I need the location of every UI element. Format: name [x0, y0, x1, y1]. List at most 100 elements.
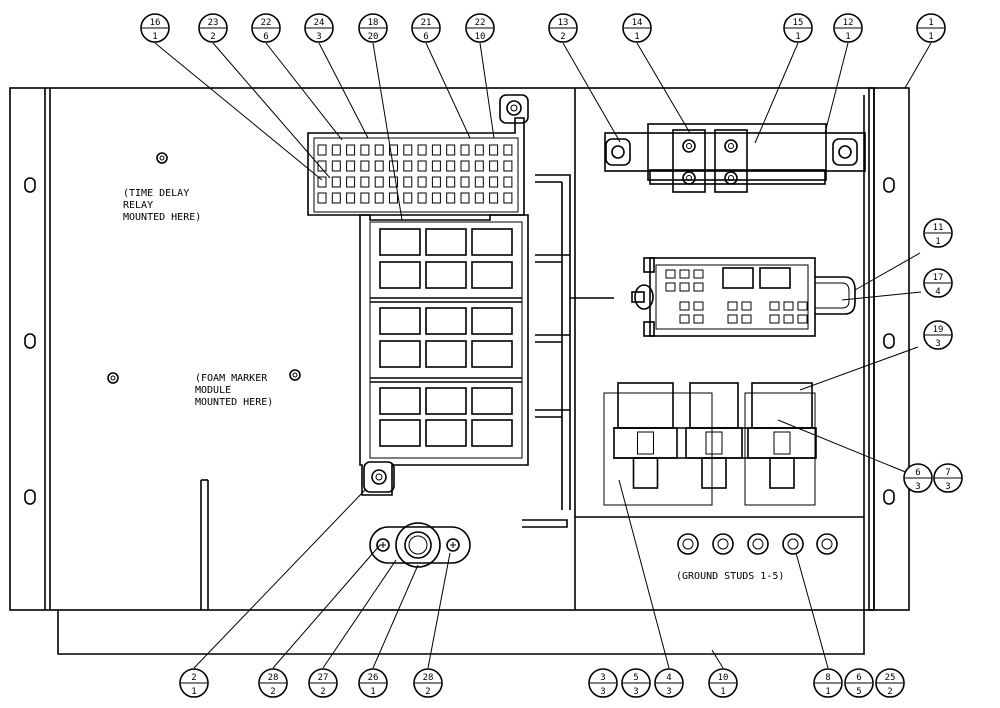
- balloon-item-number: 15: [793, 18, 804, 28]
- time-delay-line-2: RELAY: [123, 200, 153, 211]
- balloon-quantity: 3: [915, 482, 920, 492]
- fuse-cell: [489, 176, 499, 188]
- fuse-cell: [374, 176, 384, 188]
- item-balloons: 1612322262431820216221013214115112111111…: [140, 13, 963, 698]
- fuse-cell: [360, 160, 370, 172]
- leader-lines: [154, 42, 932, 669]
- relay-terminal: [769, 457, 795, 489]
- balloon-item-number: 14: [632, 18, 643, 28]
- relay-latch: [705, 431, 723, 455]
- relay-fuse-block: [307, 94, 529, 496]
- balloon-16-1: 161: [140, 13, 170, 43]
- balloon-quantity: 3: [600, 687, 605, 697]
- balloon-quantity: 3: [945, 482, 950, 492]
- connector-pin: [679, 301, 690, 311]
- balloon-item-number: 1: [928, 18, 933, 28]
- leader-line: [265, 42, 343, 141]
- leader-line: [754, 42, 799, 144]
- maxi-fuse-holder: [604, 123, 866, 193]
- balloon-item-number: 26: [368, 673, 379, 683]
- leader-line: [318, 42, 369, 139]
- balloon-item-number: 22: [475, 18, 486, 28]
- connector-pin: [693, 314, 704, 324]
- balloon-quantity: 2: [560, 32, 565, 42]
- connector-pin: [783, 301, 794, 311]
- balloon-item-number: 22: [261, 18, 272, 28]
- connector-pin: [797, 314, 808, 324]
- balloon-26-1: 261: [358, 668, 388, 698]
- balloon-item-number: 28: [268, 673, 279, 683]
- fuse-cell: [403, 192, 413, 204]
- balloon-quantity: 1: [928, 32, 933, 42]
- balloon-item-number: 11: [933, 223, 944, 233]
- fuse-cell: [360, 192, 370, 204]
- leader-line: [904, 42, 932, 89]
- connector-pin: [679, 282, 690, 292]
- connector-pin: [769, 314, 780, 324]
- connector-pin: [665, 282, 676, 292]
- balloon-25-2: 252: [875, 668, 905, 698]
- foam-marker-note: (FOAM MARKER MODULE MOUNTED HERE): [195, 373, 273, 408]
- fuse-cell: [489, 160, 499, 172]
- balloon-item-number: 12: [843, 18, 854, 28]
- relay-block: [379, 228, 421, 256]
- leader-line: [372, 42, 403, 221]
- fuse-cell: [503, 144, 513, 156]
- leader-line: [841, 291, 922, 301]
- connector-pins: [665, 269, 808, 324]
- relay-terminal: [701, 457, 727, 489]
- relay-block: [471, 307, 513, 335]
- balloon-item-number: 18: [368, 18, 379, 28]
- mounting-slots: [24, 177, 895, 505]
- ground-stud: [747, 533, 769, 555]
- leader-line: [322, 559, 397, 669]
- balloon-10-1: 101: [708, 668, 738, 698]
- leader-line: [479, 42, 495, 139]
- balloon-quantity: 1: [191, 687, 196, 697]
- leader-line: [636, 42, 691, 134]
- fuse-cell: [417, 192, 427, 204]
- balloon-quantity: 6: [263, 32, 268, 42]
- leader-line: [777, 419, 921, 479]
- fuse-cell: [446, 160, 456, 172]
- panel-holes: [107, 152, 301, 384]
- fuse-cell: [503, 192, 513, 204]
- relay-block: [471, 261, 513, 289]
- fuse-cell: [317, 160, 327, 172]
- balloon-4-3: 43: [654, 668, 684, 698]
- panel-body: [9, 87, 910, 655]
- connector-pin: [679, 314, 690, 324]
- leader-line: [212, 42, 331, 179]
- balloon-27-2: 272: [308, 668, 338, 698]
- balloon-1-1: 11: [916, 13, 946, 43]
- balloon-21-6: 216: [411, 13, 441, 43]
- balloon-item-number: 16: [150, 18, 161, 28]
- relay-block: [425, 307, 467, 335]
- balloon-6-3: 63: [903, 463, 933, 493]
- balloon-item-number: 5: [633, 673, 638, 683]
- lower-relays: [603, 382, 817, 506]
- connector-housing: [631, 257, 856, 337]
- balloon-13-2: 132: [548, 13, 578, 43]
- balloon-14-1: 141: [622, 13, 652, 43]
- ground-stud: [677, 533, 699, 555]
- connector-pin: [727, 314, 738, 324]
- fuse-cell: [346, 192, 356, 204]
- balloon-quantity: 1: [935, 237, 940, 247]
- balloon-28-2: 282: [258, 668, 288, 698]
- time-delay-line-3: MOUNTED HERE): [123, 212, 201, 223]
- balloon-6-5: 65: [844, 668, 874, 698]
- fuse-cell: [417, 144, 427, 156]
- ground-studs: [677, 533, 838, 555]
- ground-stud-core: [717, 538, 729, 550]
- leader-line: [618, 479, 670, 669]
- ground-stud: [782, 533, 804, 555]
- relay-block: [471, 387, 513, 415]
- fuse-cell: [431, 192, 441, 204]
- balloon-item-number: 8: [825, 673, 830, 683]
- fuse-cell: [346, 176, 356, 188]
